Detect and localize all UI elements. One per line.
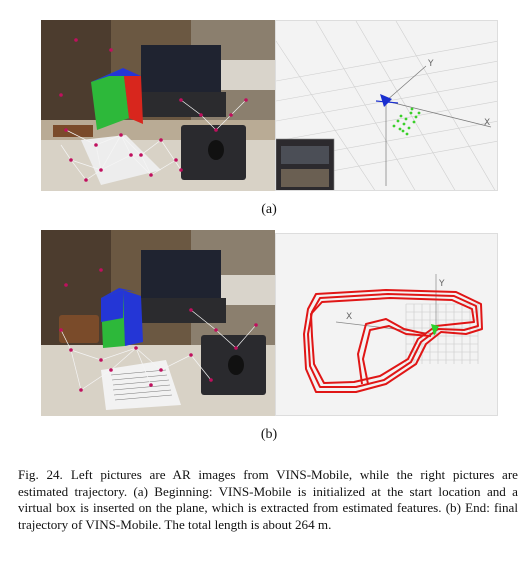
trajectory-plot-a-svg: X Y xyxy=(276,21,497,190)
ar-scene-b xyxy=(41,230,275,416)
current-camera-marker xyxy=(431,324,439,336)
feature-points xyxy=(59,38,248,182)
caption-text: Left pictures are AR images from VINS-Mo… xyxy=(18,467,518,532)
camera-marker xyxy=(375,94,399,107)
axis-x-label-a: X xyxy=(484,118,490,128)
virtual-box xyxy=(101,288,143,348)
paper-text-lines xyxy=(110,369,173,401)
figure-number: Fig. 24. xyxy=(18,467,63,482)
axis-y-label-b: Y xyxy=(438,279,445,289)
ar-image-end xyxy=(41,230,275,416)
trajectory-plot-end: X Y xyxy=(275,233,498,416)
subfigure-label-b: (b) xyxy=(260,427,278,442)
feature-points xyxy=(59,268,258,392)
feature-cloud xyxy=(392,107,421,136)
trajectory-plot-b-svg: X Y xyxy=(303,274,483,393)
inset-photo xyxy=(276,138,335,190)
feature-mesh xyxy=(60,309,257,391)
figure-caption: Fig. 24.Left pictures are AR images from… xyxy=(18,467,518,533)
subfigure-label-a: (a) xyxy=(261,202,277,217)
axis-y-label-a: Y xyxy=(427,59,434,69)
estimated-trajectory xyxy=(303,289,483,393)
axis-x-label-b: X xyxy=(346,312,352,322)
ar-scene-a xyxy=(41,20,275,191)
virtual-box xyxy=(91,68,143,130)
ar-image-beginning xyxy=(41,20,275,191)
trajectory-plot-beginning: X Y xyxy=(275,20,498,191)
